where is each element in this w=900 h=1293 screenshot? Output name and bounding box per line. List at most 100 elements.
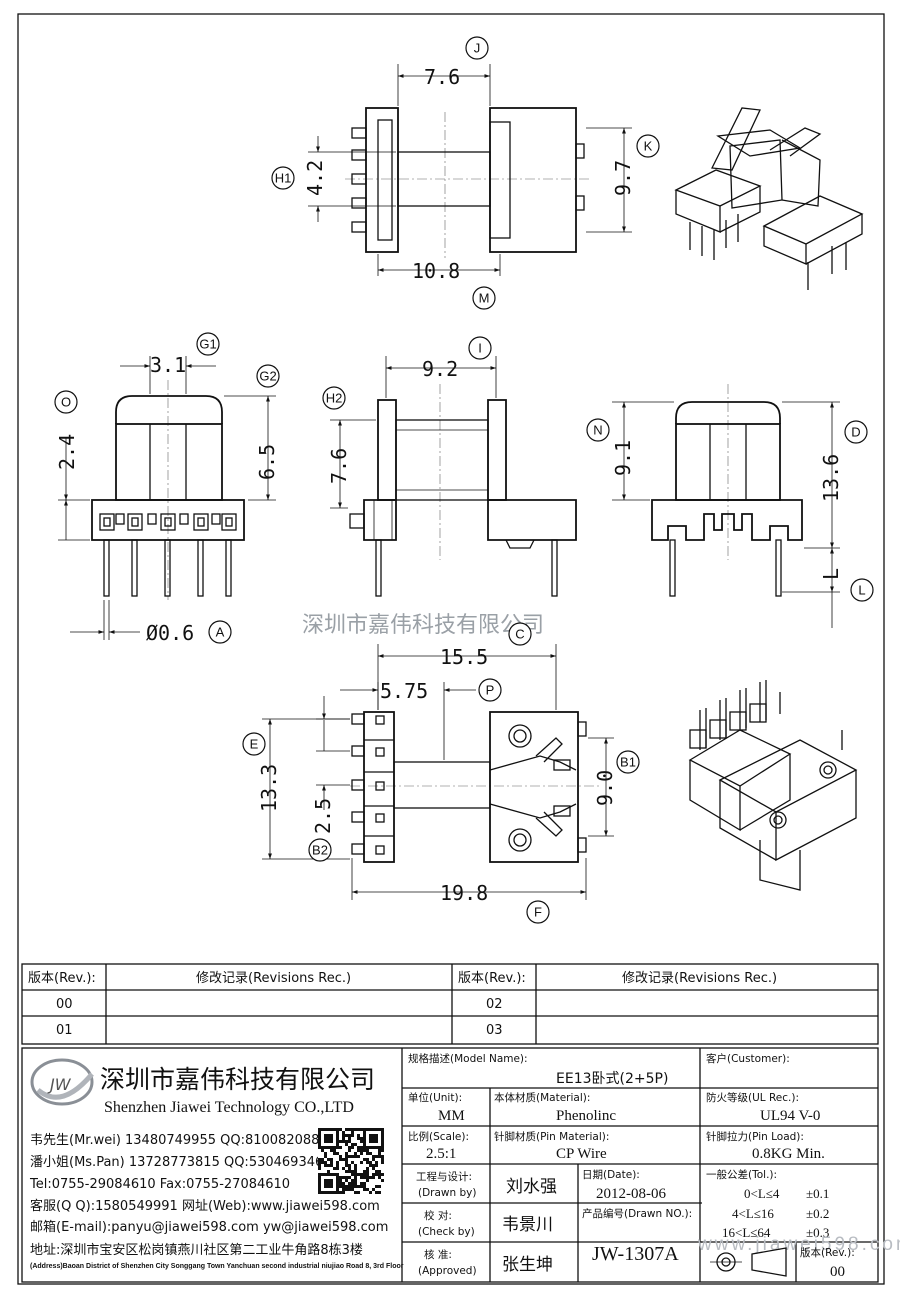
dim-B2: 2.5 xyxy=(311,798,335,834)
rev-cell: 00 xyxy=(56,997,73,1012)
callout-k: K xyxy=(636,134,660,158)
drawn-label: 工程与设计: xyxy=(416,1170,472,1183)
svg-text:J: J xyxy=(474,41,481,56)
approved-value: 张生坤 xyxy=(502,1255,553,1275)
callout-p: P xyxy=(478,678,502,702)
callout-g1: G1 xyxy=(196,332,220,356)
dim-I: 9.2 xyxy=(422,357,458,381)
callout-o: O xyxy=(54,390,78,414)
svg-text:H2: H2 xyxy=(326,391,343,406)
address-en: (Address)Baoan District of Shenzhen City… xyxy=(30,1263,404,1270)
drawing-border xyxy=(17,13,885,1285)
material-value: Phenolinc xyxy=(556,1108,616,1124)
svg-text:G2: G2 xyxy=(259,369,276,384)
svg-text:I: I xyxy=(478,341,482,356)
drawn-no-value: JW-1307A xyxy=(592,1243,679,1265)
contact-line: 客服(Q Q):1580549991 网址(Web):www.jiawei598… xyxy=(30,1198,380,1214)
tol-range: 4<L≤16 xyxy=(732,1206,774,1221)
svg-text:N: N xyxy=(593,423,602,438)
drawn-value: 刘水强 xyxy=(506,1177,557,1197)
callout-c: C xyxy=(508,622,532,646)
contact-line: 韦先生(Mr.wei) 13480749955 QQ:810082088 xyxy=(30,1133,319,1148)
callout-l: L xyxy=(850,578,874,602)
dim-D: 13.6 xyxy=(819,454,843,502)
dim-F: 19.8 xyxy=(440,881,488,905)
dim-J: 7.6 xyxy=(424,65,460,89)
contact-line: Tel:0755-29084610 Fax:0755-27084610 xyxy=(29,1177,290,1192)
approved-label: 核 准: xyxy=(424,1248,452,1261)
pin-load-value: 0.8KG Min. xyxy=(752,1146,825,1162)
scale-label: 比例(Scale): xyxy=(408,1130,469,1143)
check-label: 校 对: xyxy=(424,1209,452,1222)
callout-a: A xyxy=(208,620,232,644)
tol-range: 0<L≤4 xyxy=(744,1186,780,1201)
rear-view: 9.1 13.6 L xyxy=(611,384,843,628)
rev-label: 版本(Rev.): xyxy=(800,1246,855,1259)
callout-b1: B1 xyxy=(616,750,640,774)
unit-label: 单位(Unit): xyxy=(408,1091,462,1104)
callout-d: D xyxy=(844,420,868,444)
isometric-view-bottom xyxy=(688,680,858,891)
front-view: 3.1 2.4 6.5 Ø0.6 xyxy=(55,353,279,645)
callout-g2: G2 xyxy=(256,364,280,388)
svg-text:B1: B1 xyxy=(620,755,636,770)
dim-N: 9.1 xyxy=(611,440,635,476)
svg-text:C: C xyxy=(515,627,524,642)
dim-B1: 9.0 xyxy=(593,770,617,806)
rev-cell: 01 xyxy=(56,1023,73,1038)
rev-header-2: 修改记录(Revisions Rec.) xyxy=(196,971,351,986)
dim-P: 5.75 xyxy=(380,679,428,703)
qr-code xyxy=(318,1128,384,1194)
callout-m: M xyxy=(472,286,496,310)
drawn-label-en: (Drawn by) xyxy=(418,1187,477,1199)
model-label: 规格描述(Model Name): xyxy=(408,1052,528,1065)
drawn-no-label: 产品编号(Drawn NO.): xyxy=(582,1207,692,1220)
pin-material-value: CP Wire xyxy=(556,1146,607,1162)
svg-text:B2: B2 xyxy=(312,843,328,858)
svg-text:M: M xyxy=(479,291,490,306)
customer-label: 客户(Customer): xyxy=(706,1052,790,1065)
company-logo: JW xyxy=(30,1058,94,1106)
isometric-view-top xyxy=(674,107,864,290)
dim-H2: 7.6 xyxy=(327,448,351,484)
date-value: 2012-08-06 xyxy=(596,1186,666,1202)
tol-value: ±0.2 xyxy=(806,1206,829,1221)
pin-load-label: 针脚拉力(Pin Load): xyxy=(706,1130,804,1143)
callout-i: I xyxy=(468,336,492,360)
rev-header-4: 修改记录(Revisions Rec.) xyxy=(622,971,777,986)
check-label-en: (Check by) xyxy=(418,1226,475,1238)
unit-value: MM xyxy=(438,1108,465,1124)
company-name-en: Shenzhen Jiawei Technology CO.,LTD xyxy=(104,1099,354,1116)
company-name-cn: 深圳市嘉伟科技有限公司 xyxy=(100,1065,375,1094)
ul-label: 防火等级(UL Rec.): xyxy=(706,1091,799,1104)
svg-text:F: F xyxy=(534,905,542,920)
ul-value: UL94 V-0 xyxy=(760,1108,820,1124)
callout-j: J xyxy=(465,36,489,60)
rev-value: 00 xyxy=(830,1264,845,1280)
check-value: 韦景川 xyxy=(502,1215,553,1235)
dim-C: 15.5 xyxy=(440,645,488,669)
svg-text:D: D xyxy=(851,425,860,440)
tol-label: 一般公差(Tol.): xyxy=(706,1168,777,1181)
material-label: 本体材质(Material): xyxy=(494,1091,590,1104)
callout-b2: B2 xyxy=(308,838,332,862)
address-cn: 地址:深圳市宝安区松岗镇燕川社区第二工业牛角路8栋3楼 xyxy=(30,1242,363,1258)
tol-value: ±0.3 xyxy=(806,1225,829,1240)
dim-G1: 3.1 xyxy=(150,353,186,377)
logo-text: JW xyxy=(47,1075,72,1094)
approved-label-en: (Approved) xyxy=(418,1265,477,1277)
svg-text:A: A xyxy=(216,625,225,640)
callout-n: N xyxy=(586,418,610,442)
dim-M: 10.8 xyxy=(412,259,460,283)
dim-A: Ø0.6 xyxy=(146,621,194,645)
dim-K: 9.7 xyxy=(611,160,635,196)
dim-E: 13.3 xyxy=(257,764,281,812)
contact-line: 潘小姐(Ms.Pan) 13728773815 QQ:530469346 xyxy=(30,1155,323,1170)
footer-watermark: www.jiawei598.com xyxy=(697,1234,900,1255)
bottom-view: 15.5 5.75 13.3 2.5 9.0 19.8 xyxy=(257,644,617,905)
dim-H1: 4.2 xyxy=(303,160,327,196)
title-block: JW 深圳市嘉伟科技有限公司 Shenzhen Jiawei Technolog… xyxy=(21,1047,900,1283)
dim-G2: 6.5 xyxy=(255,444,279,480)
watermark: 深圳市嘉伟科技有限公司 xyxy=(302,613,544,638)
